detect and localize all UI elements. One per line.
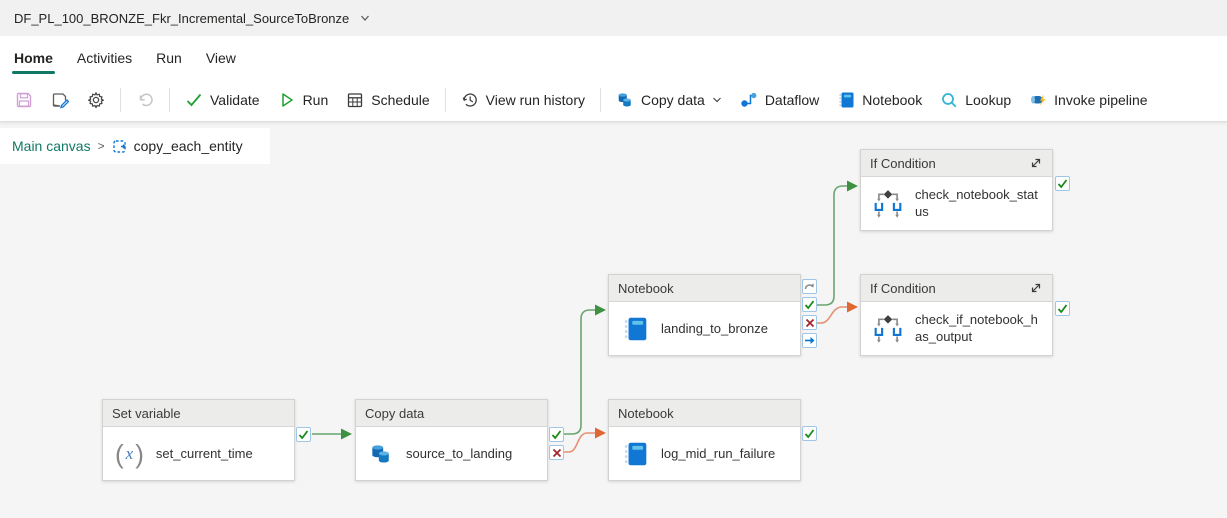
toolbar-separator	[599, 88, 601, 112]
node-header: Notebook	[609, 400, 800, 427]
ribbon-tabs: Home Activities Run View	[0, 36, 1227, 79]
invoke-pipeline-icon	[1029, 91, 1047, 109]
run-play-icon	[278, 91, 296, 109]
node-type-label: Notebook	[618, 280, 674, 296]
if-condition-icon	[873, 314, 903, 344]
copy-data-button[interactable]: Copy data	[607, 85, 731, 115]
invoke-pipeline-button[interactable]: Invoke pipeline	[1020, 85, 1156, 115]
notebook-activity-icon	[621, 440, 649, 468]
port-on-success-icon[interactable]	[1055, 176, 1070, 191]
copy-data-icon	[616, 91, 634, 109]
tab-view[interactable]: View	[205, 49, 236, 66]
pipeline-canvas[interactable]: Main canvas > copy_each_entity Set varia…	[0, 122, 1227, 518]
lookup-button[interactable]: Lookup	[931, 85, 1020, 115]
save-as-icon	[51, 91, 69, 109]
title-chevron-down-icon[interactable]	[359, 12, 371, 24]
pipeline-title[interactable]: DF_PL_100_BRONZE_Fkr_Incremental_SourceT…	[14, 10, 350, 26]
node-header: Notebook	[609, 275, 800, 302]
view-run-history-label: View run history	[485, 92, 585, 108]
toolbar-separator	[169, 88, 170, 112]
node-name-label: check_notebook_status	[915, 187, 1038, 219]
undo-icon	[136, 91, 154, 109]
activity-node-landing-to-bronze[interactable]: Notebook landing_to_bronze	[608, 274, 801, 356]
node-type-label: Copy data	[365, 405, 425, 421]
invoke-pipeline-label: Invoke pipeline	[1054, 92, 1148, 108]
copy-data-activity-icon	[368, 441, 394, 467]
save-as-button[interactable]	[42, 85, 78, 115]
dataflow-button[interactable]: Dataflow	[731, 85, 828, 115]
port-on-completion-icon[interactable]	[802, 333, 817, 348]
schedule-label: Schedule	[371, 92, 430, 108]
expand-icon[interactable]	[1029, 281, 1043, 295]
notebook-icon	[837, 91, 855, 109]
node-type-label: Set variable	[112, 405, 181, 421]
port-on-success-icon[interactable]	[802, 426, 817, 441]
node-name-label: set_current_time	[155, 445, 253, 461]
port-on-success-icon[interactable]	[549, 427, 564, 442]
port-on-skip-icon[interactable]	[802, 279, 817, 294]
dataflow-icon	[740, 91, 758, 109]
node-header: If Condition	[861, 150, 1052, 177]
settings-gear-icon	[87, 91, 105, 109]
lookup-label: Lookup	[965, 92, 1012, 108]
notebook-activity-icon	[621, 315, 649, 343]
breadcrumb: Main canvas > copy_each_entity	[0, 128, 270, 164]
node-type-label: If Condition	[870, 155, 936, 171]
variable-icon: (x)	[115, 439, 144, 469]
node-header: Copy data	[356, 400, 547, 427]
port-on-success-icon[interactable]	[1055, 301, 1070, 316]
activity-node-check-notebook-status[interactable]: If Condition	[860, 149, 1053, 231]
node-type-label: If Condition	[870, 280, 936, 296]
breadcrumb-separator: >	[97, 139, 105, 153]
node-type-label: Notebook	[618, 405, 674, 421]
validate-label: Validate	[210, 92, 260, 108]
node-header: If Condition	[861, 275, 1052, 302]
activity-node-set-current-time[interactable]: Set variable (x) set_current_time	[102, 399, 295, 481]
save-button[interactable]	[6, 85, 42, 115]
toolbar-separator	[444, 88, 446, 112]
run-button[interactable]: Run	[269, 85, 338, 115]
node-name-label: check_if_notebook_has_output	[915, 312, 1038, 344]
tab-run[interactable]: Run	[156, 49, 182, 66]
if-condition-icon	[873, 189, 903, 219]
schedule-button[interactable]: Schedule	[337, 85, 438, 115]
validate-button[interactable]: Validate	[176, 85, 269, 115]
lookup-magnifier-icon	[940, 91, 958, 109]
activity-node-source-to-landing[interactable]: Copy data source_to_landing	[355, 399, 548, 481]
undo-button[interactable]	[127, 85, 163, 115]
breadcrumb-current: copy_each_entity	[133, 138, 243, 154]
activity-node-log-mid-run-failure[interactable]: Notebook log_mid_run_failure	[608, 399, 801, 481]
port-on-success-icon[interactable]	[296, 427, 311, 442]
port-on-success-icon[interactable]	[802, 297, 817, 312]
activity-node-check-if-notebook-has-output[interactable]: If Condition	[860, 274, 1053, 356]
dataflow-label: Dataflow	[764, 92, 820, 108]
tab-home[interactable]: Home	[2, 40, 65, 76]
breadcrumb-main-canvas-link[interactable]: Main canvas	[12, 138, 91, 154]
copy-data-chevron-down-icon	[712, 92, 722, 108]
foreach-activity-icon	[112, 139, 127, 154]
node-header: Set variable	[103, 400, 294, 427]
home-toolbar: Validate Run Schedule View	[0, 79, 1227, 122]
node-name-label: source_to_landing	[406, 445, 513, 461]
view-run-history-button[interactable]: View run history	[452, 85, 594, 115]
pipeline-titlebar: DF_PL_100_BRONZE_Fkr_Incremental_SourceT…	[0, 0, 1227, 36]
port-on-failure-icon[interactable]	[549, 445, 564, 460]
copy-data-label: Copy data	[640, 92, 705, 108]
validate-check-icon	[185, 91, 203, 109]
notebook-label: Notebook	[862, 92, 923, 108]
notebook-button[interactable]: Notebook	[828, 85, 931, 115]
schedule-calendar-icon	[346, 91, 364, 109]
toolbar-separator	[120, 88, 121, 112]
port-on-failure-icon[interactable]	[802, 315, 817, 330]
save-icon	[15, 91, 33, 109]
expand-icon[interactable]	[1029, 156, 1043, 170]
node-name-label: log_mid_run_failure	[661, 445, 776, 461]
settings-button[interactable]	[78, 85, 114, 115]
tab-activities[interactable]: Activities	[76, 49, 133, 66]
node-name-label: landing_to_bronze	[661, 320, 768, 336]
run-history-clock-icon	[461, 91, 479, 109]
run-label: Run	[302, 92, 329, 108]
